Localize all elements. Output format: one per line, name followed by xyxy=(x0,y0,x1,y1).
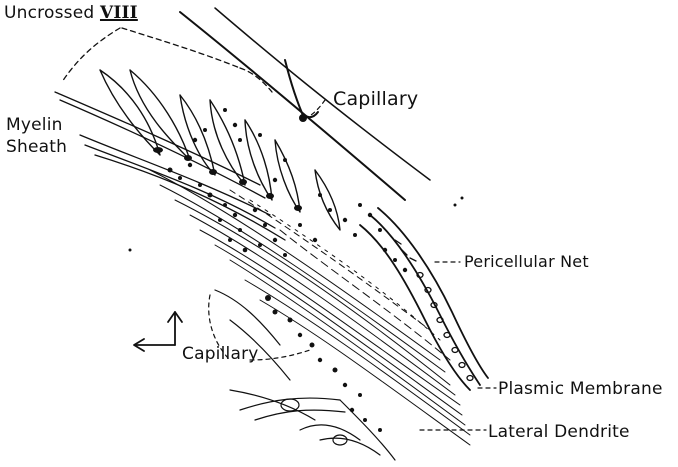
label-pericellular-net: Pericellular Net xyxy=(464,252,589,271)
label-lateral-dendrite: Lateral Dendrite xyxy=(488,422,630,442)
leader-lines xyxy=(209,100,496,430)
label-myelin: Myelin xyxy=(6,115,63,135)
label-capillary-left: Capillary xyxy=(182,344,259,364)
myelin-sheath-strands xyxy=(55,92,285,240)
label-capillary-top: Capillary xyxy=(333,88,418,110)
orientation-arrows xyxy=(134,312,182,351)
lateral-dendrite-branches xyxy=(215,290,395,460)
fiber-bundle xyxy=(150,170,470,445)
elongated-cells xyxy=(100,70,340,230)
label-sheath: Sheath xyxy=(6,137,67,157)
elongated-cell-fills xyxy=(153,147,302,211)
label-plasmic-membrane: Plasmic Membrane xyxy=(498,379,663,399)
uncrossed-numeral: VIII xyxy=(100,3,138,23)
granules xyxy=(129,108,464,432)
label-uncrossed-viii: Uncrossed VIII xyxy=(4,3,138,23)
uncrossed-prefix: Uncrossed xyxy=(4,3,94,23)
